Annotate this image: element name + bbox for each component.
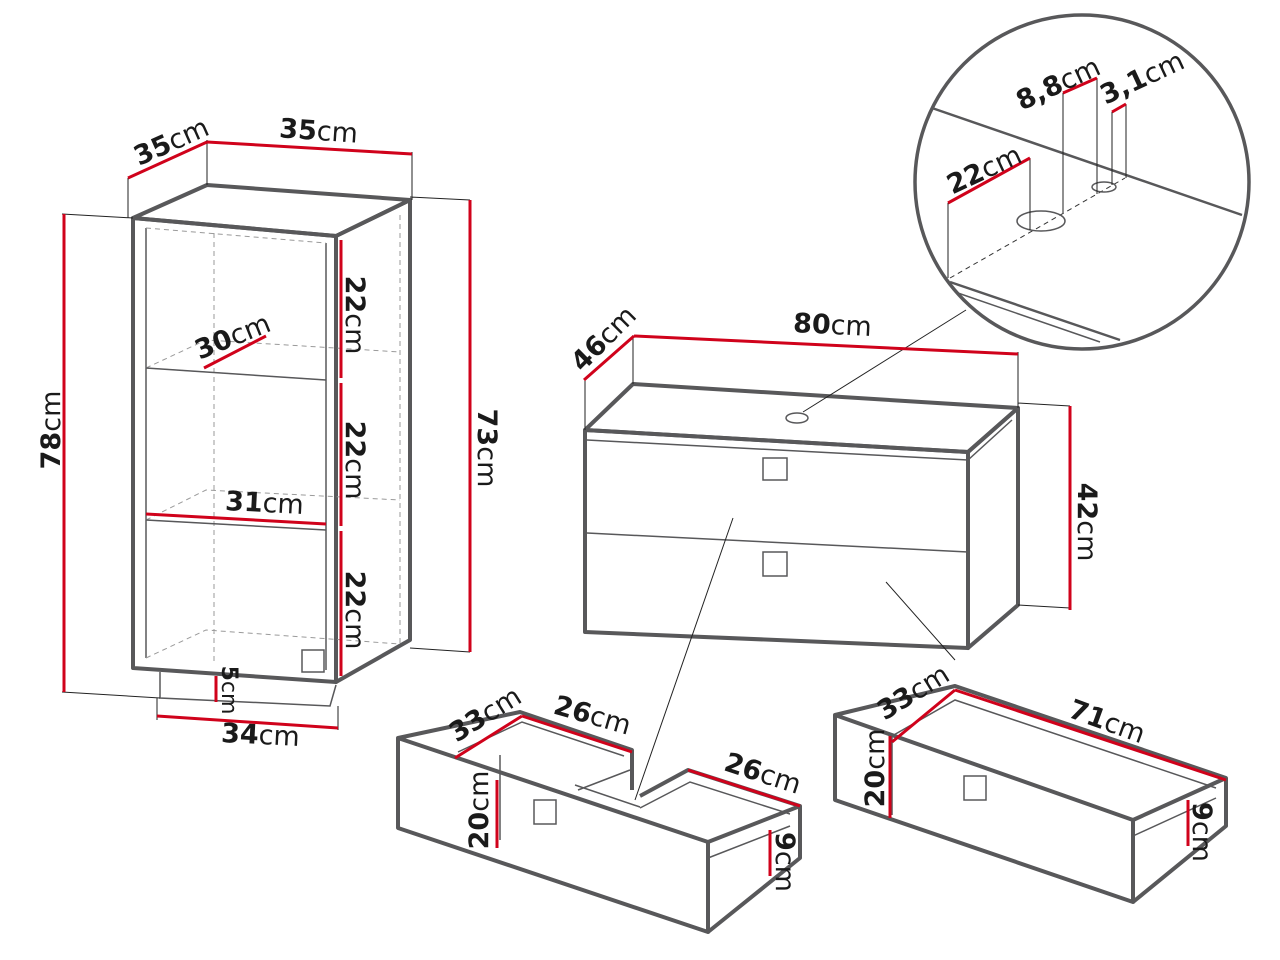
bottom-drawer: 33cm 71cm 20cm 9cm — [833, 659, 1228, 904]
label-bottom-drawer-front-height: 20cm — [860, 729, 891, 808]
label-height-total: 78cm — [36, 391, 67, 470]
label-height-body: 73cm — [471, 409, 502, 488]
label-top-drawer-left-width: 26cm — [550, 690, 634, 742]
top-drawer-front — [396, 736, 710, 934]
towel-rail — [159, 672, 337, 707]
top-drawer-handle — [533, 799, 557, 825]
label-rail-width: 34cm — [220, 718, 300, 753]
cabinet-front — [131, 216, 338, 684]
label-vanity-width: 80cm — [792, 308, 872, 343]
hole-detail-magnifier: 22cm 8,8cm 3,1cm — [913, 13, 1251, 351]
cabinet-side — [334, 198, 412, 684]
label-width: 35cm — [278, 113, 359, 149]
label-top-drawer-front-height: 20cm — [464, 771, 495, 850]
label-hole-small: 3,1cm — [1096, 45, 1190, 111]
top-drawer: 33cm 26cm 26cm 20cm 9cm — [396, 681, 805, 934]
label-depth: 35cm — [129, 112, 214, 172]
wall-cabinet: 78cm 73cm 35cm 35cm 22cm 22cm 22cm 30cm … — [36, 112, 502, 753]
label-shelf-gap-1: 22cm — [339, 276, 370, 355]
cabinet-handle — [301, 649, 325, 673]
vanity-hole — [785, 412, 809, 424]
label-shelf-gap-3: 22cm — [339, 571, 370, 650]
drawer-handle-bottom — [762, 551, 788, 577]
label-rail-height: 5cm — [216, 666, 241, 715]
drawer-handle-top — [762, 457, 788, 481]
bottom-drawer-handle — [963, 775, 987, 801]
label-shelf-depth: 30cm — [191, 308, 276, 366]
label-shelf-gap-2: 22cm — [339, 421, 370, 500]
label-vanity-height: 42cm — [1071, 483, 1102, 562]
label-bottom-drawer-inner-height: 9cm — [1186, 802, 1217, 862]
vanity-front — [583, 428, 970, 650]
label-top-drawer-inner-height: 9cm — [769, 832, 800, 892]
label-shelf-width: 31cm — [224, 486, 304, 521]
detail-circle — [913, 13, 1251, 351]
label-bottom-drawer-depth: 33cm — [872, 659, 955, 727]
vanity-side — [966, 406, 1020, 650]
